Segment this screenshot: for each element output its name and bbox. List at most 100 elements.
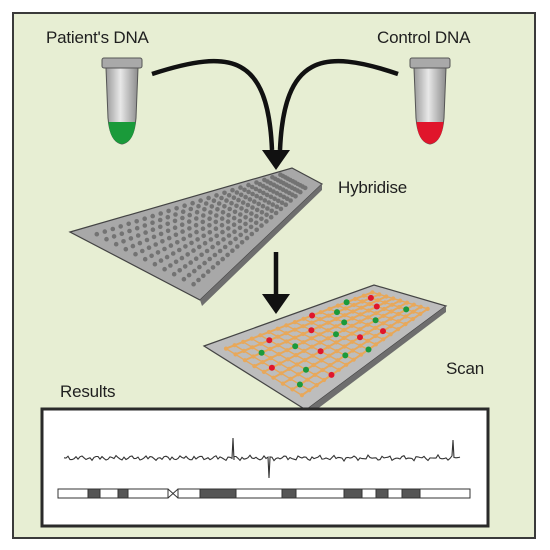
array-spot bbox=[104, 236, 109, 242]
orange-spot bbox=[357, 327, 362, 332]
array-spot bbox=[284, 196, 290, 201]
array-spot bbox=[222, 204, 227, 209]
orange-spot bbox=[284, 323, 289, 328]
control-tube-icon bbox=[409, 57, 451, 145]
orange-spot bbox=[381, 337, 386, 342]
array-spot bbox=[192, 268, 197, 274]
array-spot bbox=[202, 260, 207, 266]
array-spot bbox=[210, 244, 215, 250]
orange-spot bbox=[271, 375, 276, 380]
orange-spot bbox=[317, 340, 323, 345]
array-spot bbox=[221, 237, 226, 242]
orange-spot bbox=[373, 333, 378, 339]
array-spot bbox=[249, 211, 254, 216]
array-spot bbox=[273, 210, 279, 216]
array-spot bbox=[235, 244, 240, 249]
array-spot bbox=[264, 219, 269, 224]
array-spot bbox=[271, 189, 276, 194]
red-spot bbox=[328, 371, 335, 378]
array-spot bbox=[274, 204, 280, 209]
orange-spot bbox=[241, 348, 246, 353]
array-spot bbox=[257, 188, 263, 194]
array-spot bbox=[186, 272, 192, 278]
array-spot bbox=[259, 210, 265, 215]
array-spot bbox=[269, 208, 275, 214]
array-spot bbox=[216, 201, 222, 206]
orange-spot bbox=[325, 328, 330, 333]
array-spot bbox=[206, 195, 211, 201]
array-spot bbox=[142, 223, 148, 228]
array-spot bbox=[126, 221, 131, 227]
array-spot bbox=[208, 210, 213, 215]
array-spot bbox=[233, 236, 238, 242]
patient-dna-label: Patient's DNA bbox=[46, 28, 149, 47]
array-spot bbox=[253, 186, 259, 192]
array-spot bbox=[213, 226, 219, 231]
orange-spot bbox=[280, 381, 285, 386]
array-spot bbox=[237, 225, 243, 231]
orange-spot bbox=[258, 333, 263, 338]
orange-spot bbox=[309, 344, 315, 349]
orange-spot bbox=[276, 343, 281, 348]
orange-spot bbox=[359, 352, 364, 357]
orange-spot bbox=[342, 313, 347, 318]
orange-spot bbox=[361, 293, 366, 298]
array-spot bbox=[245, 202, 251, 208]
array-spot bbox=[207, 230, 213, 235]
orange-spot bbox=[373, 325, 378, 330]
orange-spot bbox=[342, 344, 347, 349]
array-spot bbox=[207, 216, 212, 221]
array-spot bbox=[128, 236, 134, 241]
orange-spot bbox=[314, 383, 319, 388]
array-spot bbox=[254, 193, 259, 199]
centromere bbox=[167, 488, 179, 499]
array-spot bbox=[226, 212, 231, 218]
chromosome-band bbox=[127, 488, 169, 499]
chromosome-band bbox=[361, 488, 377, 499]
orange-spot bbox=[320, 367, 325, 373]
orange-spot bbox=[317, 332, 322, 337]
orange-spot bbox=[260, 360, 265, 365]
chromosome-band bbox=[375, 488, 389, 499]
array-spot bbox=[151, 234, 157, 240]
red-spot bbox=[357, 334, 363, 341]
array-spot bbox=[226, 193, 232, 198]
green-spot bbox=[372, 317, 379, 324]
array-spot bbox=[222, 190, 227, 196]
scan-spot-grid bbox=[223, 290, 430, 398]
orange-spot bbox=[322, 377, 327, 383]
array-spot bbox=[202, 207, 207, 212]
arrow-down-icon bbox=[262, 150, 290, 170]
orange-spot bbox=[359, 305, 364, 310]
orange-spot bbox=[350, 316, 355, 321]
orange-spot bbox=[301, 340, 306, 345]
array-spot bbox=[142, 256, 148, 262]
array-spot bbox=[157, 217, 163, 223]
green-spot bbox=[341, 319, 348, 326]
array-spot bbox=[209, 204, 215, 209]
orange-spot bbox=[305, 377, 310, 382]
array-spot bbox=[254, 213, 259, 219]
array-spot bbox=[293, 194, 298, 199]
orange-spot bbox=[309, 336, 314, 341]
orange-spot bbox=[307, 388, 312, 393]
array-spot bbox=[168, 243, 174, 248]
orange-spot bbox=[381, 313, 386, 318]
array-spot bbox=[111, 234, 117, 239]
array-spot bbox=[248, 224, 254, 230]
array-spot bbox=[194, 209, 200, 215]
orange-spot bbox=[326, 313, 331, 318]
array-spot bbox=[219, 222, 225, 228]
array-spot bbox=[144, 237, 150, 243]
red-spot bbox=[380, 328, 386, 335]
red-spot bbox=[266, 337, 273, 344]
orange-spot bbox=[325, 336, 331, 341]
orange-spot bbox=[360, 299, 365, 304]
array-spot bbox=[196, 277, 201, 283]
array-spot bbox=[202, 240, 208, 246]
array-spot bbox=[188, 260, 193, 265]
orange-spot bbox=[343, 306, 348, 311]
array-spot bbox=[186, 219, 192, 224]
red-spot bbox=[308, 327, 315, 334]
chromosome-band bbox=[295, 488, 345, 499]
